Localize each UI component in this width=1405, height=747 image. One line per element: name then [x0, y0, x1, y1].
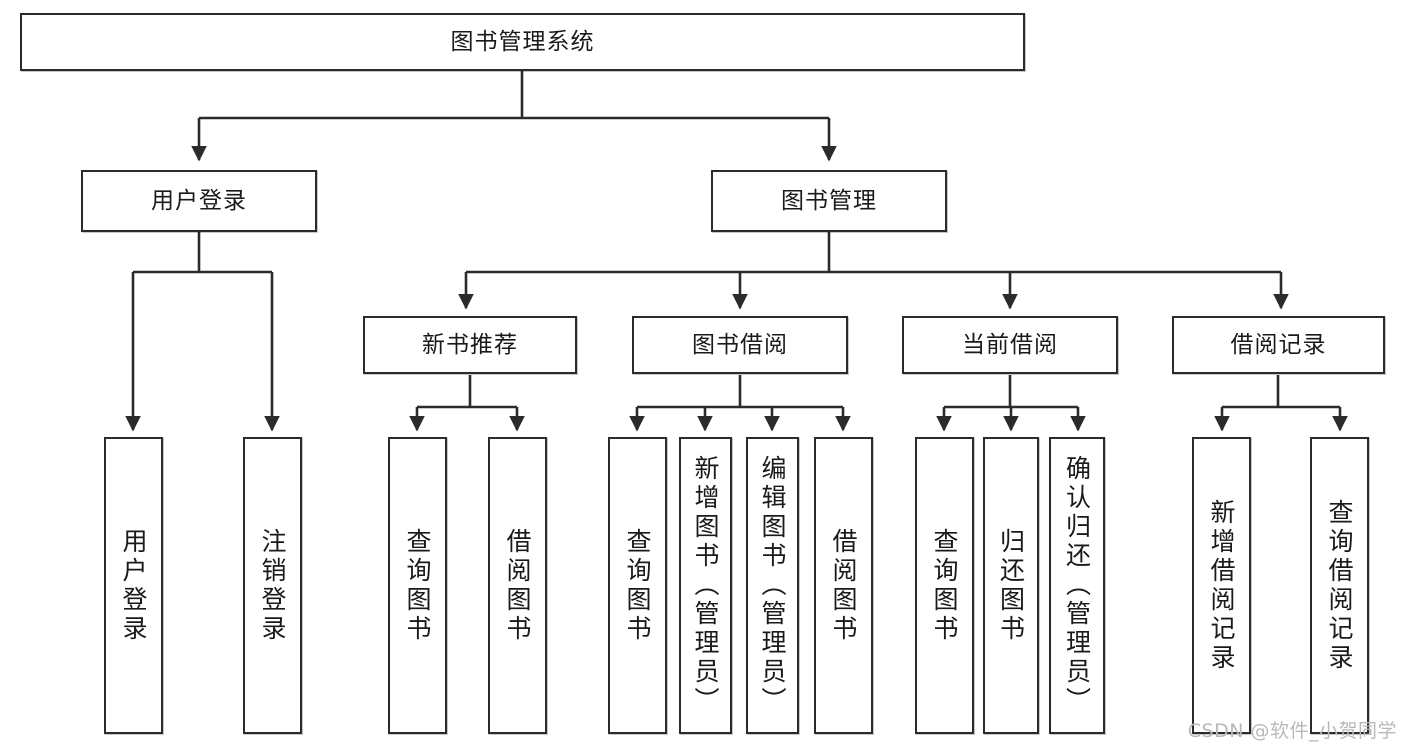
node-label: 借阅图书 [503, 527, 532, 644]
node-label: 新书推荐 [422, 331, 518, 358]
node-label: 借阅记录 [1230, 331, 1327, 358]
leaf-query-book-current[interactable]: 查询图书 [915, 437, 974, 734]
leaf-borrow-book[interactable]: 借阅图书 [814, 437, 873, 734]
node-label: 新增图书（管理员） [691, 455, 720, 716]
node-label: 查询借阅记录 [1325, 498, 1354, 673]
leaf-return-book[interactable]: 归还图书 [983, 437, 1039, 734]
node-label: 注销登录 [258, 527, 287, 644]
node-new-book-recommend[interactable]: 新书推荐 [363, 316, 577, 374]
node-label: 图书管理系统 [450, 28, 595, 55]
node-label: 归还图书 [996, 527, 1026, 644]
leaf-confirm-return-admin[interactable]: 确认归还（管理员） [1049, 437, 1105, 734]
node-label: 确认归还（管理员） [1062, 455, 1092, 716]
node-label: 用户登录 [119, 527, 148, 644]
node-label: 编辑图书（管理员） [758, 455, 787, 716]
node-label: 用户登录 [151, 187, 247, 214]
leaf-user-login[interactable]: 用户登录 [104, 437, 163, 734]
node-user-login[interactable]: 用户登录 [81, 170, 317, 232]
node-label: 查询图书 [930, 527, 959, 644]
node-book-management[interactable]: 图书管理 [711, 170, 947, 232]
node-label: 图书管理 [781, 187, 877, 214]
node-label: 查询图书 [623, 527, 652, 644]
leaf-query-book-borrow[interactable]: 查询图书 [608, 437, 667, 734]
node-root-system[interactable]: 图书管理系统 [20, 13, 1025, 71]
leaf-query-borrow-record[interactable]: 查询借阅记录 [1310, 437, 1369, 734]
leaf-edit-book-admin[interactable]: 编辑图书（管理员） [746, 437, 799, 734]
watermark: CSDN @软件_小贺同学 [1187, 720, 1397, 742]
leaf-borrow-book-recommend[interactable]: 借阅图书 [488, 437, 547, 734]
node-current-borrow[interactable]: 当前借阅 [902, 316, 1118, 374]
node-borrow-record[interactable]: 借阅记录 [1172, 316, 1385, 374]
leaf-logout[interactable]: 注销登录 [243, 437, 302, 734]
node-label: 新增借阅记录 [1207, 498, 1236, 673]
node-label: 图书借阅 [692, 331, 788, 358]
leaf-add-borrow-record[interactable]: 新增借阅记录 [1192, 437, 1251, 734]
leaf-query-book-recommend[interactable]: 查询图书 [388, 437, 447, 734]
node-label: 查询图书 [403, 527, 432, 644]
node-label: 当前借阅 [962, 331, 1058, 358]
node-book-borrow[interactable]: 图书借阅 [632, 316, 848, 374]
node-label: 借阅图书 [829, 527, 858, 644]
leaf-add-book-admin[interactable]: 新增图书（管理员） [679, 437, 732, 734]
